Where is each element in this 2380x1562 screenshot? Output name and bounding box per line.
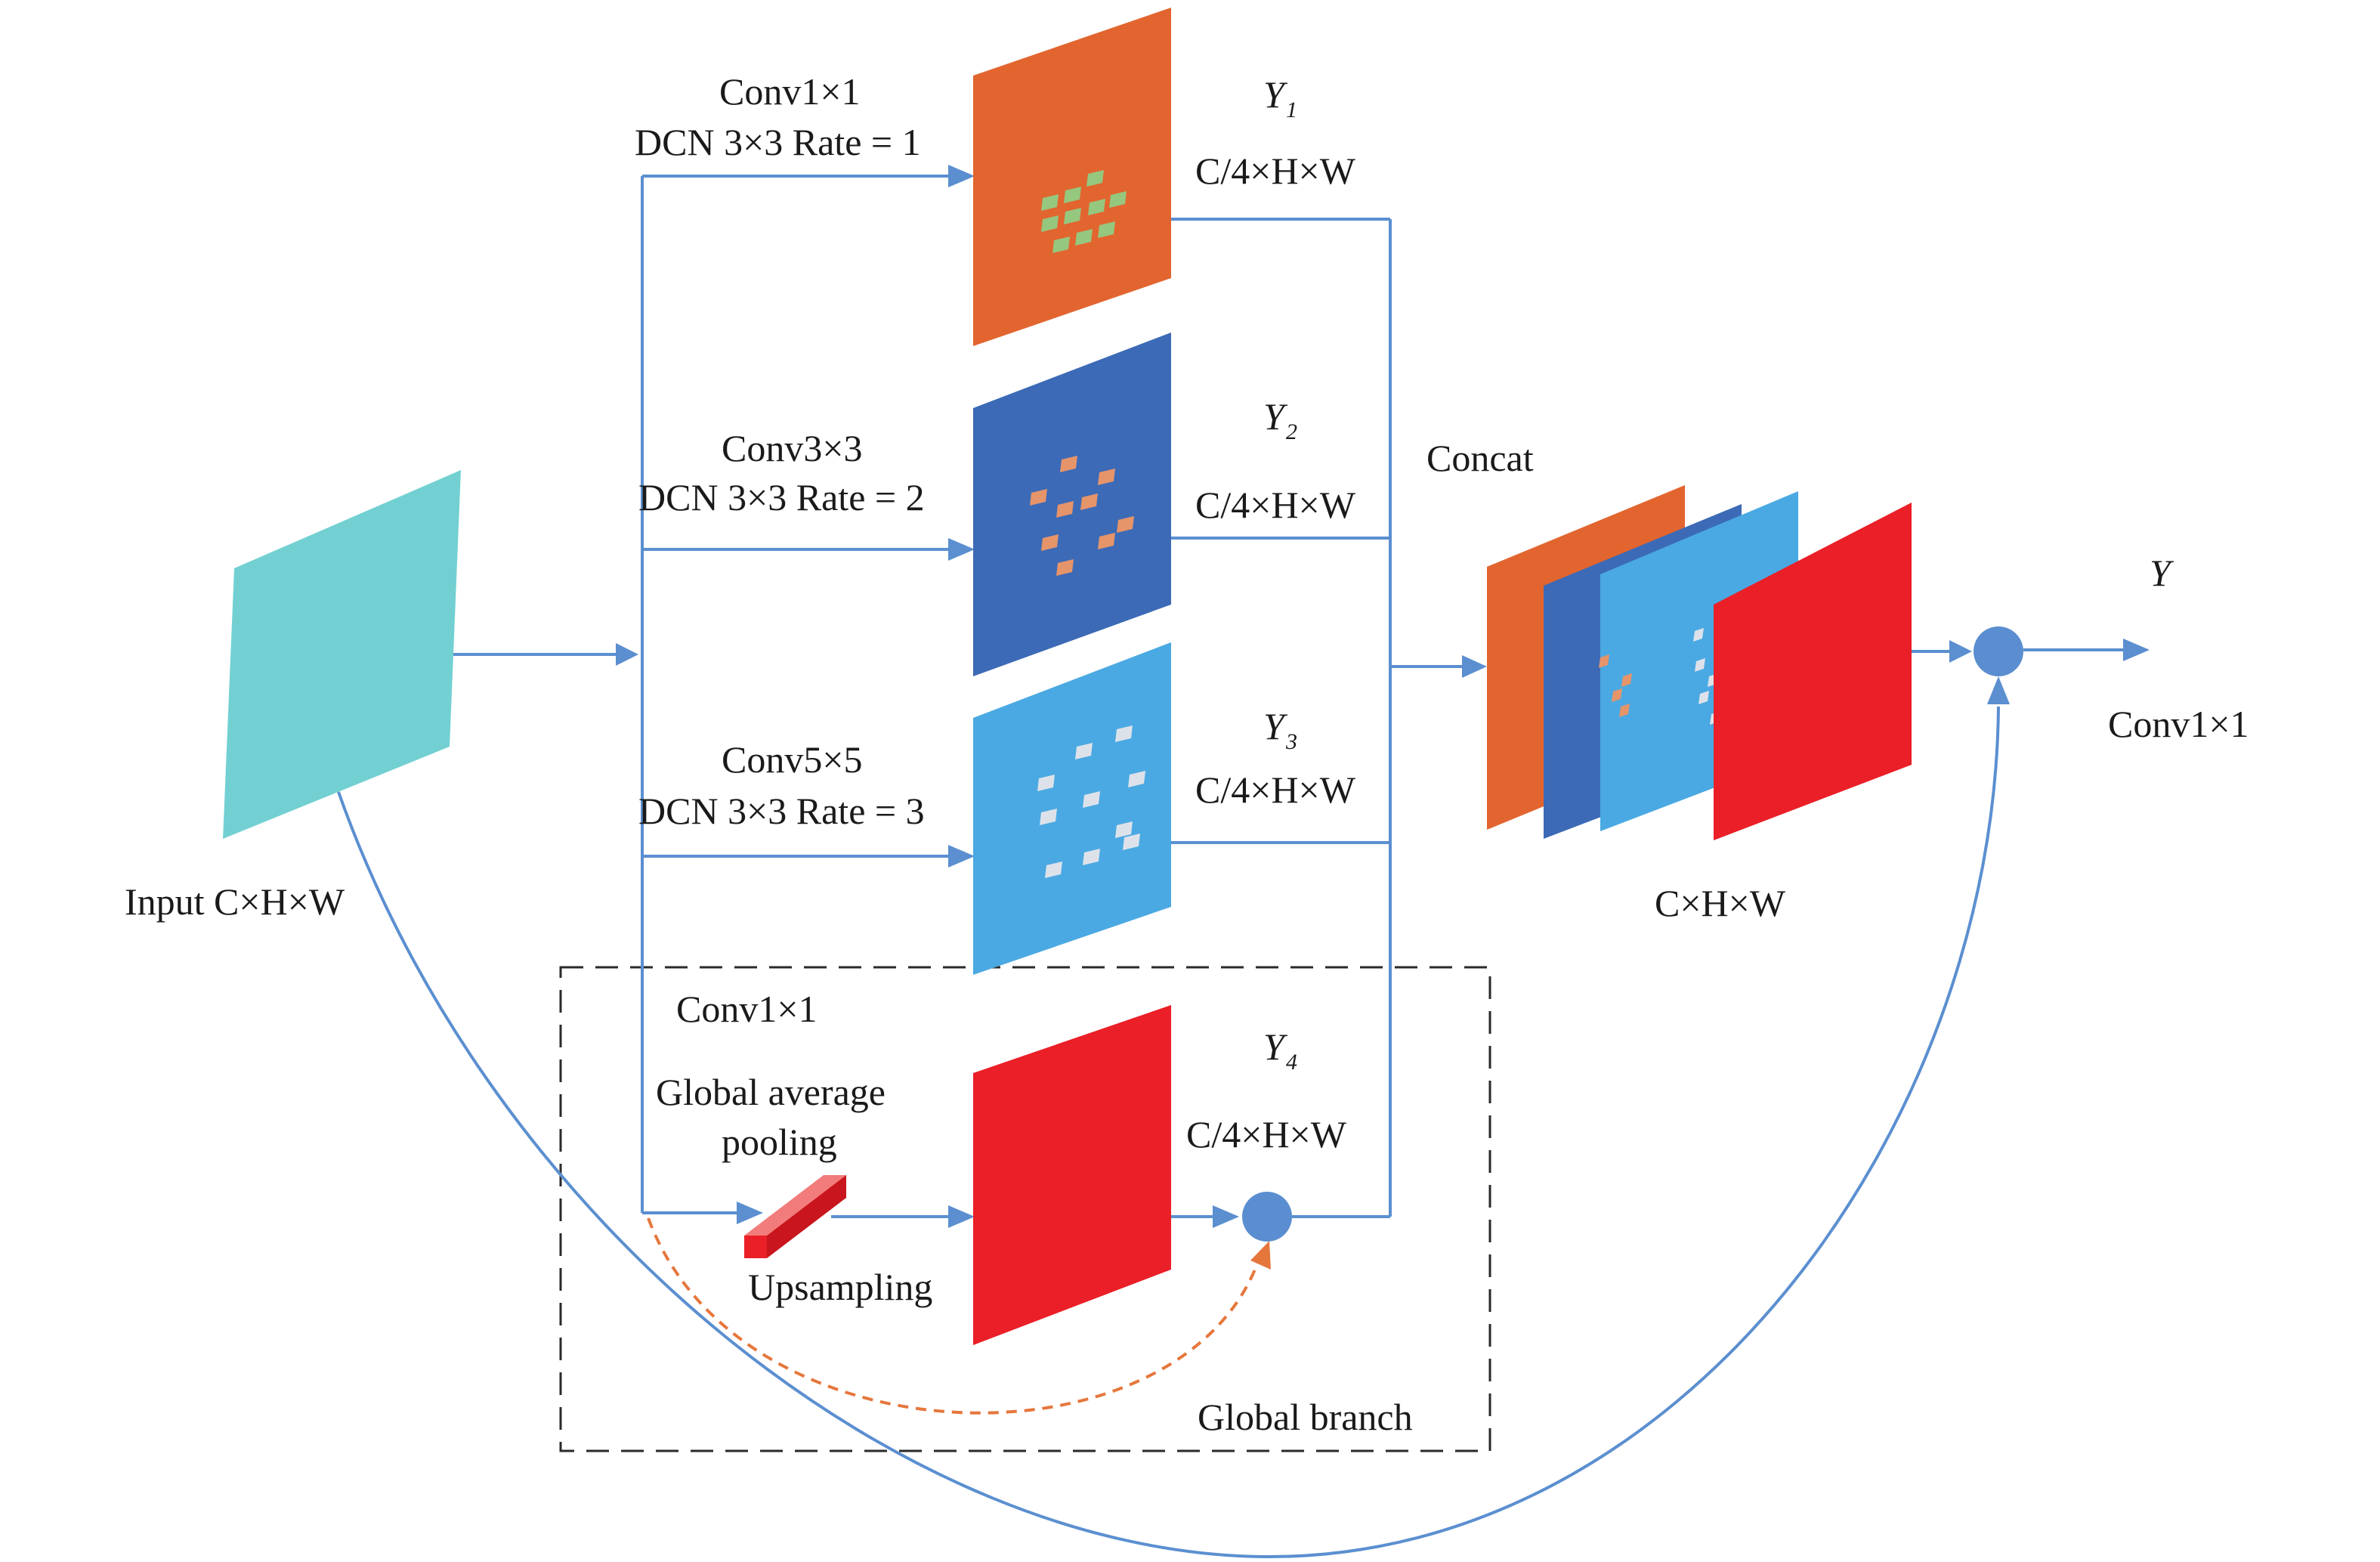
y1-label: Y — [1263, 73, 1288, 116]
y4-dim-label: C/4×H×W — [1186, 1113, 1347, 1155]
branch3-op2-label: DCN 3×3 Rate = 3 — [638, 790, 925, 832]
concat-arrow-head — [1462, 655, 1487, 678]
final-merge-node — [1974, 626, 2023, 676]
input-feature-map — [223, 470, 461, 839]
output-arrow-head — [2123, 639, 2150, 661]
stack-to-node-arrow-head — [1949, 640, 1972, 663]
y2-label: Y — [1263, 395, 1288, 438]
feature-map-y1 — [973, 8, 1171, 346]
input-label: Input C×H×W — [125, 880, 345, 923]
y3-dim-label: C/4×H×W — [1195, 769, 1356, 811]
branch1-arrow-head — [948, 165, 975, 187]
global-branch-title: Global branch — [1198, 1396, 1413, 1438]
y2-dim-label: C/4×H×W — [1195, 484, 1356, 526]
y3-label: Y — [1263, 705, 1288, 747]
global-skip-dashed-arrow — [647, 1217, 1260, 1415]
output-y-label: Y — [2150, 552, 2174, 594]
y1-subscript: 1 — [1286, 97, 1297, 122]
concat-label: Concat — [1426, 437, 1534, 479]
global-skip-dashed-arrow-head — [1250, 1241, 1271, 1270]
input-arrow-head — [616, 643, 638, 666]
concat-dim-label: C×H×W — [1655, 882, 1786, 924]
upsampling-label: Upsampling — [748, 1266, 932, 1308]
y4-to-node-arrow-head — [1213, 1205, 1239, 1228]
upsample-arrow-head — [948, 1205, 975, 1228]
residual-curve-head — [1987, 676, 2010, 704]
branch3-arrow-head — [948, 845, 975, 868]
global-branch-box — [559, 966, 1491, 1452]
concat-stack — [1487, 485, 1912, 840]
branch2-arrow-head — [948, 538, 975, 561]
gap-arrow-head — [737, 1202, 763, 1224]
feature-map-y3 — [973, 642, 1171, 975]
y2-subscript: 2 — [1286, 419, 1297, 444]
y4-label: Y — [1263, 1025, 1288, 1068]
branch3-op1-label: Conv5×5 — [722, 738, 863, 781]
output-conv-label: Conv1×1 — [2108, 703, 2249, 745]
feature-map-y2 — [973, 333, 1171, 676]
branch2-op2-label: DCN 3×3 Rate = 2 — [638, 476, 925, 518]
gap-label-line1: Global average — [656, 1071, 886, 1113]
y3-subscript: 3 — [1285, 729, 1297, 754]
y4-subscript: 4 — [1286, 1050, 1297, 1075]
gap-label-line2: pooling — [722, 1121, 837, 1163]
branch1-op1-label: Conv1×1 — [719, 70, 861, 113]
global-average-pooling-block — [744, 1175, 846, 1258]
branch2-op1-label: Conv3×3 — [722, 427, 863, 469]
global-conv-label: Conv1×1 — [676, 988, 818, 1030]
y1-dim-label: C/4×H×W — [1195, 150, 1356, 192]
feature-map-y4 — [973, 1005, 1171, 1345]
branch1-op2-label: DCN 3×3 Rate = 1 — [635, 121, 921, 163]
residual-curve — [337, 706, 2000, 1559]
global-merge-node — [1242, 1192, 1292, 1242]
